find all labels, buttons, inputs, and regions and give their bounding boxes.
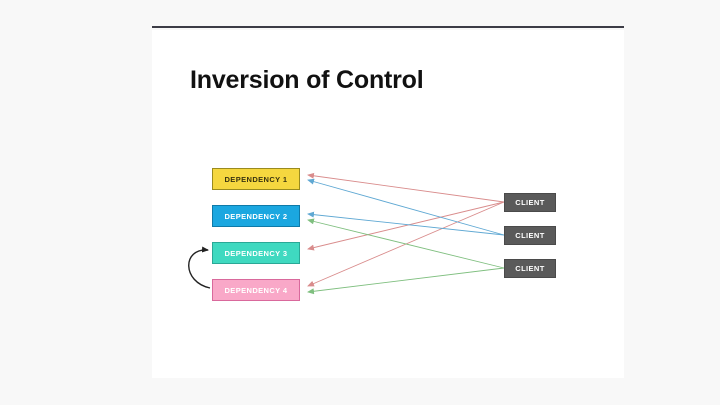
node-client-2-label: CLIENT [515,231,545,240]
node-dependency-3[interactable]: DEPENDENCY 3 [212,242,300,264]
node-client-3[interactable]: CLIENT [504,259,556,278]
edge-client3-dep2 [307,218,505,269]
edge-client1-dep1 [307,172,505,203]
node-dependency-1-label: DEPENDENCY 1 [224,174,288,184]
node-dependency-4[interactable]: DEPENDENCY 4 [212,279,300,301]
edge-client2-dep1 [307,178,505,236]
node-dependency-2-label: DEPENDENCY 2 [224,211,288,221]
node-client-1[interactable]: CLIENT [504,193,556,212]
slide-canvas: Inversion of Control [152,30,624,378]
node-dependency-1[interactable]: DEPENDENCY 1 [212,168,300,190]
node-dependency-4-label: DEPENDENCY 4 [224,285,288,295]
node-client-1-label: CLIENT [515,198,545,207]
edge-client1-dep3 [307,201,505,251]
edge-client2-dep2 [307,211,505,236]
edge-layer [188,172,505,295]
ioc-diagram: DEPENDENCY 1 DEPENDENCY 2 DEPENDENCY 3 D… [152,30,624,378]
node-dependency-2[interactable]: DEPENDENCY 2 [212,205,300,227]
edge-dep4-dep3-curve [188,246,211,289]
page-title: Inversion of Control [190,66,424,94]
header-divider [152,26,624,28]
node-client-2[interactable]: CLIENT [504,226,556,245]
node-dependency-3-label: DEPENDENCY 3 [224,248,288,258]
node-client-3-label: CLIENT [515,264,545,273]
edge-client3-dep4 [307,267,505,295]
